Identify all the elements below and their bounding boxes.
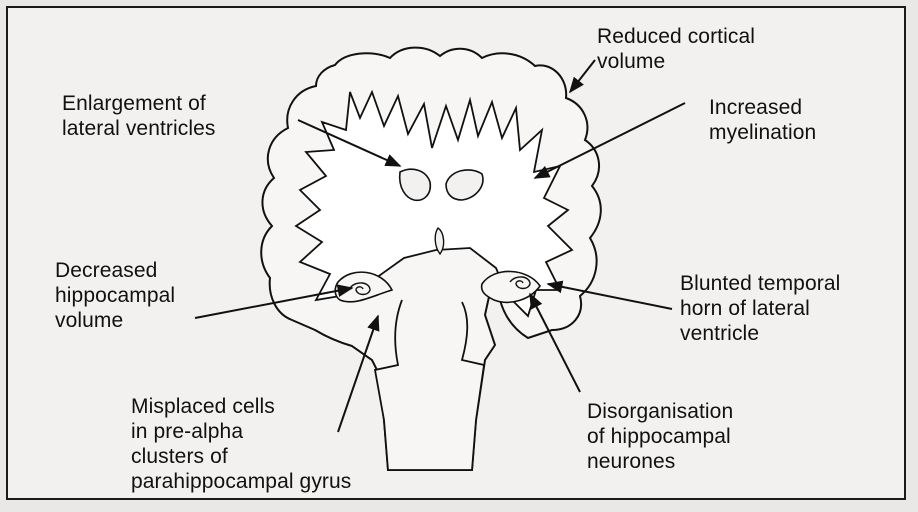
label-blunted-temporal: Blunted temporal horn of lateral ventric… <box>680 271 840 346</box>
label-disorganisation: Disorganisation of hippocampal neurones <box>587 399 733 474</box>
label-decreased-hippocampal: Decreased hippocampal volume <box>55 258 175 333</box>
label-misplaced-cells: Misplaced cells in pre-alpha clusters of… <box>131 394 351 494</box>
label-increased-myelination: Increased myelination <box>709 95 816 145</box>
arrow-reduced-cortical <box>570 60 595 92</box>
label-enlargement-ventricles: Enlargement of lateral ventricles <box>62 91 216 141</box>
label-reduced-cortical: Reduced cortical volume <box>597 24 755 74</box>
